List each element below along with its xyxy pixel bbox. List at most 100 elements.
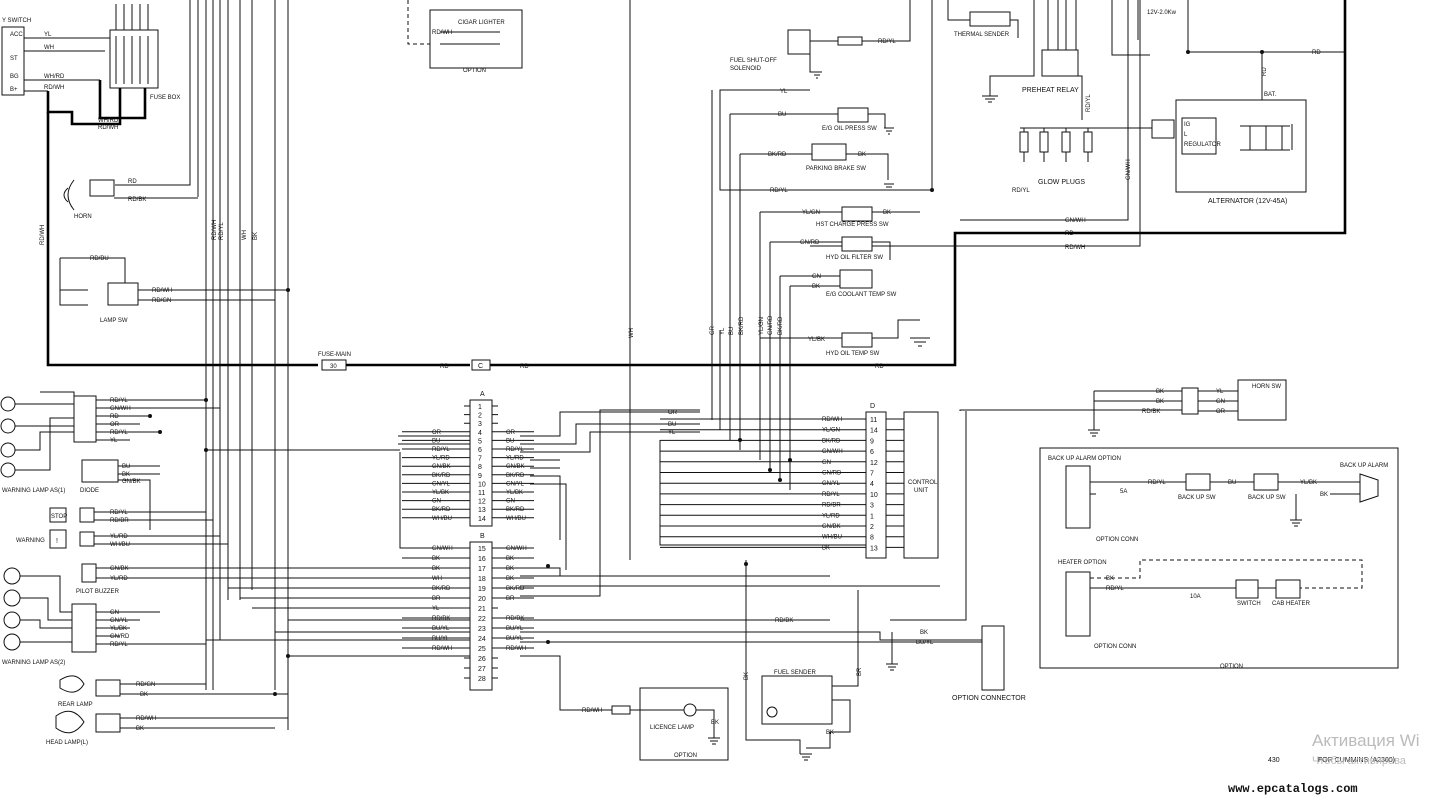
page-number: 430 — [1268, 757, 1280, 764]
connector-pin: 6 — [870, 449, 874, 456]
connector-pin: 10 — [870, 492, 878, 499]
wire-label: RD/YL — [506, 447, 524, 453]
wire-label: BK — [506, 566, 514, 572]
connector-pin: 18 — [478, 576, 486, 583]
svg-text:RD/WH: RD/WH — [98, 125, 118, 131]
svg-text:BU: BU — [668, 422, 676, 428]
svg-text:OPTION CONN: OPTION CONN — [1096, 537, 1138, 543]
wire-label: RD/BK — [506, 616, 524, 622]
hyd-oil-temp-sw: HYD OIL TEMP SW — [826, 332, 880, 357]
wire-label: WH/BU — [432, 516, 452, 522]
svg-text:CONTROL: CONTROL — [908, 480, 938, 486]
connector-pin: 4 — [870, 481, 874, 488]
connector-pin: 24 — [478, 636, 486, 643]
svg-text:BK: BK — [812, 284, 820, 290]
svg-text:A: A — [480, 391, 485, 398]
connector-pin: 22 — [478, 616, 486, 623]
svg-text:RD: RD — [110, 414, 119, 420]
connector-pin: 8 — [478, 464, 482, 471]
svg-text:BK: BK — [744, 672, 750, 680]
connector-pin: 8 — [870, 535, 874, 542]
site-url[interactable]: www.epcatalogs.com — [1228, 782, 1358, 796]
fuse-main: FUSE-MAIN 30 — [318, 352, 351, 371]
wire-label: GN/BK — [506, 464, 525, 470]
svg-text:PILOT BUZZER: PILOT BUZZER — [76, 589, 120, 595]
svg-text:IG: IG — [1184, 122, 1191, 128]
connector-pin: 11 — [478, 490, 485, 497]
svg-text:RD/YL: RD/YL — [110, 510, 128, 516]
svg-text:E/G COOLANT TEMP SW: E/G COOLANT TEMP SW — [826, 292, 897, 298]
svg-text:BU/YL: BU/YL — [916, 640, 934, 646]
svg-text:YL/BK: YL/BK — [1300, 480, 1317, 486]
hst-charge-press-sw: HST CHARGE PRESS SW — [816, 206, 889, 228]
svg-text:ST: ST — [10, 56, 18, 62]
svg-text:YL: YL — [780, 89, 788, 95]
svg-text:GN: GN — [812, 274, 821, 280]
svg-text:OPTION: OPTION — [1220, 664, 1243, 670]
connector-pin: 10 — [478, 481, 486, 488]
control-unit: CONTROL UNIT — [903, 411, 939, 559]
connector-d-pins: 11RD/WH14YL/GN9BK/RD6GN/WH12GN7GN/RD4GN/… — [660, 417, 904, 552]
connector-pin: 1 — [478, 404, 482, 411]
wire-label: BK/RD — [822, 438, 841, 444]
wire-label: YL/BK — [432, 490, 449, 496]
svg-text:BACK UP SW: BACK UP SW — [1178, 495, 1216, 501]
wire-label: BU/YL — [432, 626, 450, 632]
connector-pin: 23 — [478, 626, 486, 633]
wire-label: BU/YL — [506, 636, 524, 642]
svg-text:L: L — [1184, 132, 1188, 138]
warning-lamp-as2: WARNING LAMP AS(2) — [2, 567, 97, 666]
wire-label: WH — [432, 576, 442, 582]
connector-pin: 14 — [870, 428, 878, 435]
connector-b: B — [469, 533, 493, 691]
option-frame: OPTION — [1039, 447, 1399, 670]
svg-text:BK: BK — [122, 472, 130, 478]
svg-text:BK/RD: BK/RD — [739, 316, 745, 335]
wire-label: WH/BU — [822, 535, 842, 541]
svg-text:HEATER OPTION: HEATER OPTION — [1058, 560, 1107, 566]
svg-text:WH: WH — [44, 45, 54, 51]
fuel-shutoff-solenoid: FUEL SHUT-OFF SOLENOID — [730, 29, 811, 72]
ground-symbols — [708, 71, 1302, 761]
svg-text:OR: OR — [668, 410, 678, 416]
svg-text:RD: RD — [520, 364, 529, 370]
wire-label: BK — [506, 576, 514, 582]
svg-text:C: C — [478, 363, 483, 370]
svg-text:RD/WH: RD/WH — [44, 85, 64, 91]
svg-text:E/G OIL PRESS SW: E/G OIL PRESS SW — [822, 126, 877, 132]
svg-text:RD: RD — [1262, 67, 1268, 76]
key-switch: Y SWITCH ACC ST BG B+ — [1, 18, 31, 96]
connector-pin: 26 — [478, 656, 486, 663]
svg-text:WH: WH — [242, 230, 248, 240]
svg-text:PARKING BRAKE SW: PARKING BRAKE SW — [806, 166, 866, 172]
warning-lamp-as1: WARNING LAMP AS(1) — [0, 395, 97, 494]
connector-pin: 3 — [478, 421, 482, 428]
svg-text:YL/GN: YL/GN — [759, 317, 765, 335]
wire-label: BK — [822, 545, 830, 551]
svg-text:WH/RD: WH/RD — [98, 118, 119, 124]
svg-text:OPTION CONN: OPTION CONN — [1094, 644, 1136, 650]
wire-label: GN — [506, 499, 515, 505]
svg-text:UNIT: UNIT — [914, 488, 928, 494]
svg-text:HYD OIL TEMP SW: HYD OIL TEMP SW — [826, 351, 880, 357]
fuel-sender: FUEL SENDER — [761, 670, 833, 725]
svg-text:WARNING LAMP AS(2): WARNING LAMP AS(2) — [2, 660, 65, 666]
heater-option: HEATER OPTION OPTION CONN 10A SWITCH CAB… — [1058, 560, 1311, 650]
svg-text:CAB HEATER: CAB HEATER — [1272, 601, 1311, 607]
svg-text:FUEL SENDER: FUEL SENDER — [774, 670, 816, 676]
wire-label: BK/RD — [506, 507, 525, 513]
wire-label: BK/RD — [506, 473, 525, 479]
svg-text:BK: BK — [1156, 389, 1164, 395]
svg-text:YL/BK: YL/BK — [110, 626, 127, 632]
svg-text:STOP: STOP — [51, 514, 67, 520]
option-connector: OPTION CONNECTOR — [952, 625, 1026, 702]
svg-text:WH/BU: WH/BU — [110, 542, 130, 548]
connector-pin: 27 — [478, 666, 486, 673]
svg-text:ALTERNATOR (12V-45A): ALTERNATOR (12V-45A) — [1208, 198, 1287, 205]
wire-label: GN/YL — [506, 481, 525, 487]
wire-label: RD/WH — [506, 646, 526, 652]
connector-pin: 16 — [478, 556, 486, 563]
